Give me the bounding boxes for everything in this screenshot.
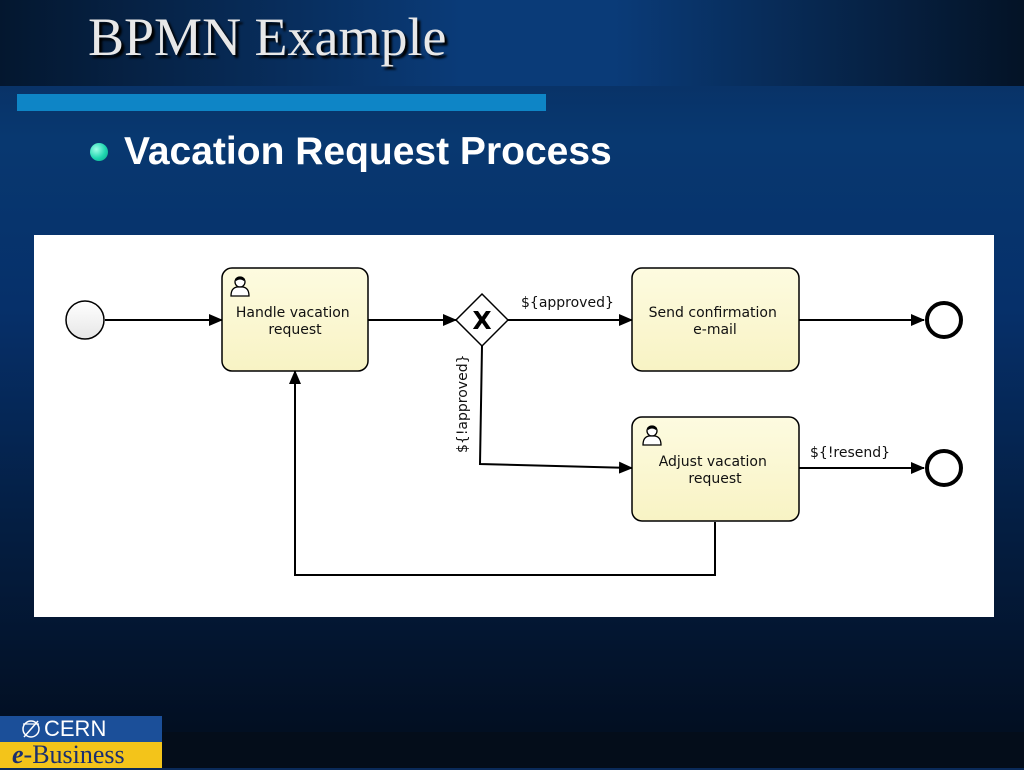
label-not-approved: ${!approved}	[455, 355, 471, 454]
task-send-confirmation-email: Send confirmation e-mail	[631, 267, 800, 372]
flow-adjust-back-to-handle	[289, 370, 716, 576]
task-send-line1: Send confirmation	[649, 305, 777, 321]
label-approved: ${approved}	[521, 295, 614, 311]
end-event-not-resend	[925, 449, 963, 487]
label-not-resend: ${!resend}	[810, 445, 890, 461]
start-event	[65, 300, 105, 340]
task-adjust-line1: Adjust vacation	[659, 454, 767, 470]
task-send-line2: e-mail	[693, 322, 737, 338]
task-handle-vacation-request: Handle vacation request	[221, 267, 369, 372]
task-handle-line1: Handle vacation	[236, 305, 350, 321]
end-event-approved	[925, 301, 963, 339]
flow-not-approved	[478, 345, 633, 474]
bullet-text: Vacation Request Process	[124, 130, 612, 173]
bullet-dot-icon	[90, 143, 108, 161]
bullet-item: Vacation Request Process	[90, 130, 612, 174]
task-adjust-vacation-request: Adjust vacation request	[631, 416, 800, 522]
task-handle-line2: request	[268, 322, 322, 338]
svg-text:Send confirmation e-ma: Send confirmation e-mail	[649, 305, 782, 338]
title-band	[0, 0, 1024, 86]
cern-emblem-icon	[22, 720, 40, 738]
svg-text:Adjust vacation reques: Adjust vacation request	[659, 454, 772, 487]
slide-title: BPMN Example	[88, 7, 447, 67]
exclusive-gateway: X	[454, 292, 510, 348]
footer-bar	[0, 732, 1024, 768]
bpmn-canvas: Handle vacation request X Send confirmat…	[65, 267, 963, 576]
title-underline	[17, 94, 546, 111]
logo-cern-text: CERN	[44, 716, 107, 741]
task-adjust-line2: request	[688, 471, 742, 487]
logo-e-text: e	[12, 740, 24, 769]
logo-business-text: -Business	[23, 740, 125, 769]
logo-bottom: e-Business	[0, 740, 162, 769]
svg-text:Handle vacation reques: Handle vacation request	[236, 305, 354, 338]
gateway-x-icon: X	[472, 306, 491, 335]
logo-top: CERN	[0, 716, 162, 742]
cern-ebusiness-logo: CERN e-Business	[0, 716, 162, 769]
bpmn-diagram: Handle vacation request X Send confirmat…	[34, 235, 994, 617]
